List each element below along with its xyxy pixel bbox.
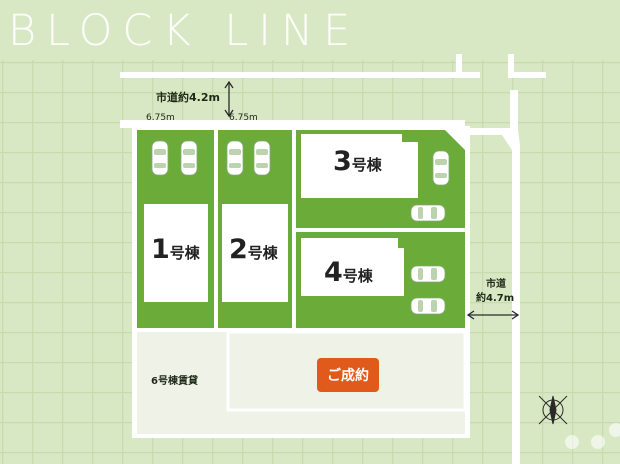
lot-2-number: 2 bbox=[229, 234, 248, 265]
road-top-upper-edge bbox=[120, 72, 480, 78]
lot-1-frontage-label: 6.75m bbox=[146, 113, 175, 123]
right-road-width-label: 約4.7m bbox=[476, 293, 515, 304]
road-right-stub bbox=[508, 72, 546, 78]
lot-1 bbox=[137, 130, 214, 328]
lot-3-number: 3 bbox=[333, 146, 352, 177]
page-title: BLOCK LINE bbox=[8, 6, 361, 56]
decorative-dots bbox=[565, 423, 620, 449]
lot-4-number: 4 bbox=[324, 257, 343, 288]
road-right-notch bbox=[508, 54, 514, 76]
car-icon bbox=[151, 140, 169, 176]
compass-rose-icon bbox=[538, 395, 568, 425]
road-top-lower-edge bbox=[120, 120, 465, 128]
lot-2-label: 2号棟 bbox=[229, 236, 278, 263]
lot-2-frontage-label: 6.75m bbox=[229, 113, 258, 123]
lot-4-label: 4号棟 bbox=[324, 259, 373, 286]
lot-1-label: 1号棟 bbox=[151, 236, 200, 263]
car-icon bbox=[410, 297, 446, 315]
car-icon bbox=[410, 265, 446, 283]
lot-4-suffix: 号棟 bbox=[342, 267, 373, 285]
rental-lot-label: 6号棟賃貸 bbox=[151, 376, 198, 387]
lot-3 bbox=[296, 130, 465, 228]
dimension-arrows bbox=[224, 80, 520, 320]
car-icon bbox=[253, 140, 271, 176]
lot-1-building bbox=[144, 204, 208, 302]
lot-3-building bbox=[301, 134, 418, 198]
lot-1-number: 1 bbox=[151, 234, 170, 265]
car-icon bbox=[432, 150, 450, 186]
car-icon bbox=[180, 140, 198, 176]
right-road-label: 市道 bbox=[486, 279, 506, 290]
sold-badge: ご成約 bbox=[317, 358, 379, 392]
top-road-width-label: 市道約4.2m bbox=[156, 91, 220, 104]
road-network bbox=[120, 54, 546, 464]
lot-3-label: 3号棟 bbox=[333, 148, 382, 175]
lot-1-suffix: 号棟 bbox=[169, 244, 200, 262]
car-icon bbox=[226, 140, 244, 176]
car-icon bbox=[410, 204, 446, 222]
road-top-notch bbox=[456, 54, 462, 76]
lot-3-suffix: 号棟 bbox=[351, 156, 382, 174]
road-right bbox=[465, 90, 520, 464]
lot-4-building bbox=[301, 238, 404, 296]
lot-2-suffix: 号棟 bbox=[247, 244, 278, 262]
lot-2-building bbox=[222, 204, 288, 302]
